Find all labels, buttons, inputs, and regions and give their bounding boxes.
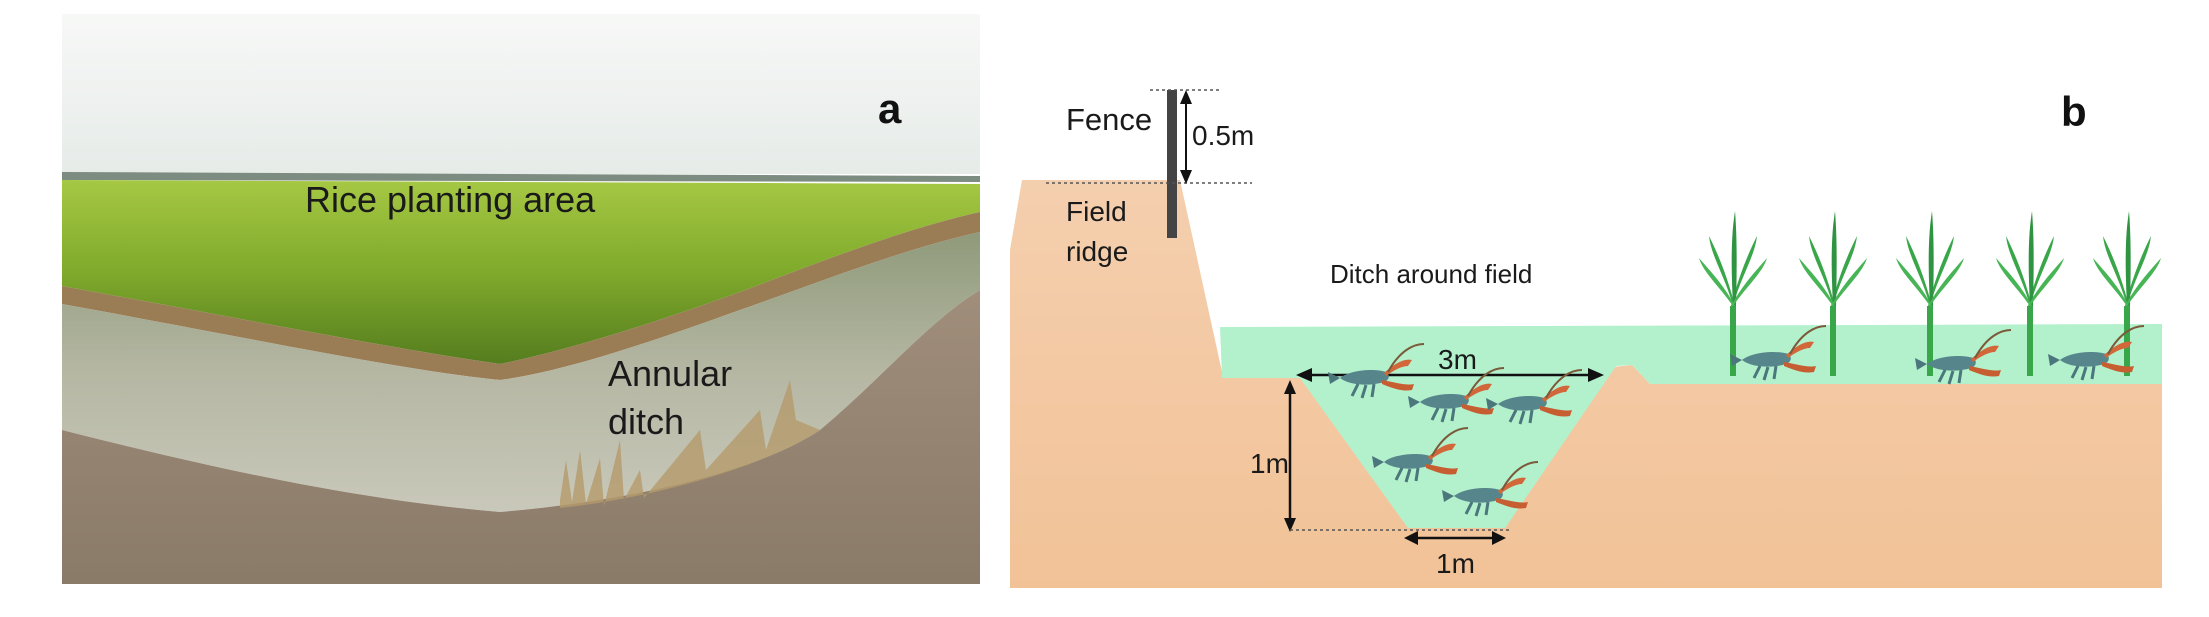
top-width-head-left (1296, 368, 1312, 382)
dry-grass (560, 380, 820, 508)
depth-label: 1m (1250, 448, 1289, 479)
rice-field-bank (62, 212, 980, 380)
rice-area-label: Rice planting area (305, 179, 596, 220)
bottom-width-head-left (1404, 531, 1418, 545)
fence-height-label: 0.5m (1192, 120, 1254, 151)
depth-head-bottom (1284, 518, 1296, 532)
rice-field (62, 180, 980, 364)
panel-b-letter: b (2061, 88, 2087, 135)
annular-ditch-label-line1: Annular (608, 353, 732, 394)
sky (62, 14, 980, 174)
panel-b-diagram: b Fence 0.5m Field ridge Ditch around fi… (1010, 88, 2162, 588)
panel-a-photo: a Rice planting area Annular ditch (62, 14, 980, 584)
field-ridge-label-line1: Field (1066, 196, 1127, 227)
field-ridge-label-line2: ridge (1066, 236, 1128, 267)
annular-ditch-label-line2: ditch (608, 401, 684, 442)
fence-arrow-head-top (1180, 90, 1192, 104)
near-bank (62, 290, 980, 584)
fence-label: Fence (1066, 102, 1152, 137)
panel-a-letter: a (878, 85, 902, 132)
fence-arrow-head-bottom (1180, 170, 1192, 184)
bottom-width-head-right (1492, 531, 1506, 545)
top-width-head-right (1588, 368, 1604, 382)
distant-treeline (62, 172, 980, 182)
fence-post (1167, 90, 1177, 238)
top-width-label: 3m (1438, 344, 1477, 375)
depth-head-top (1284, 380, 1296, 394)
ditch-title-label: Ditch around field (1330, 259, 1532, 289)
bottom-width-label: 1m (1436, 548, 1475, 579)
